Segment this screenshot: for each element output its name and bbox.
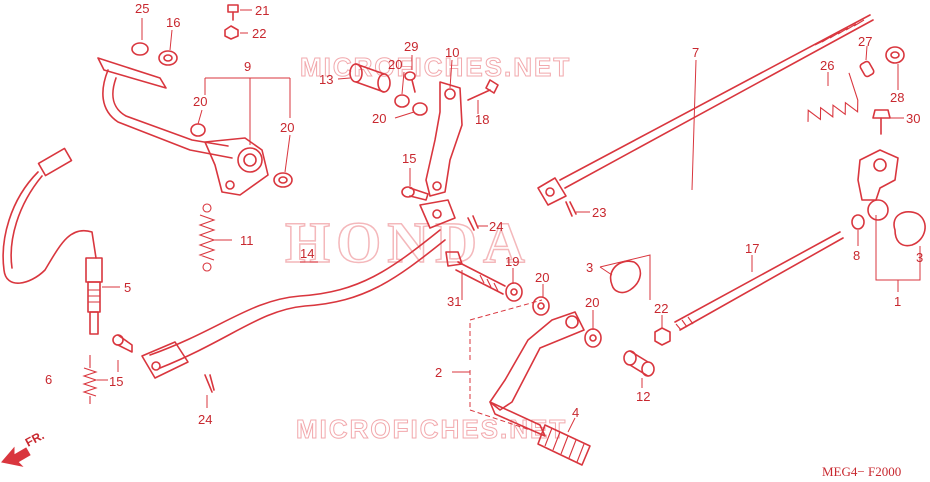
callout-1: 1	[894, 294, 901, 309]
callout-20-pedal-left: 20	[193, 94, 207, 109]
callout-20-upper: 20	[388, 57, 402, 72]
bushing-13	[349, 63, 391, 93]
callout-25: 25	[135, 1, 149, 16]
leader-lines	[97, 9, 921, 433]
callout-26: 26	[820, 58, 834, 73]
cotter-pin-23	[565, 201, 577, 217]
nut-28	[885, 46, 905, 64]
washer-19	[505, 282, 523, 302]
watermark-site-bottom: MICROFICHES.NET	[296, 414, 567, 444]
callout-20-pedal-right: 20	[280, 120, 294, 135]
callout-2: 2	[435, 365, 442, 380]
circlip-25	[131, 42, 149, 56]
callout-29: 29	[404, 39, 418, 54]
callout-30: 30	[906, 111, 920, 126]
brake-rod-14	[141, 199, 456, 379]
bolt-30	[872, 109, 891, 135]
watermark-site-top: MICROFICHES.NET	[300, 52, 571, 82]
bolt-31	[445, 251, 506, 295]
rod-17	[674, 231, 844, 331]
callout-22-top: 22	[252, 26, 266, 41]
callout-3-right: 3	[916, 250, 923, 265]
bolt-18	[467, 79, 499, 101]
joint-assembly	[851, 149, 926, 247]
callout-4: 4	[572, 405, 579, 420]
callout-20-shift-right: 20	[585, 295, 599, 310]
washer-20-pedal-left	[190, 123, 206, 137]
callout-9: 9	[244, 59, 251, 74]
brake-arm-10	[425, 81, 463, 197]
washer-20-pedal-right	[273, 172, 293, 188]
callout-22-lower: 22	[654, 301, 668, 316]
nut-22-top	[224, 25, 239, 40]
callout-7: 7	[692, 45, 699, 60]
callout-8: 8	[853, 248, 860, 263]
ball-joint-3-right	[893, 211, 926, 247]
callout-28: 28	[890, 90, 904, 105]
front-direction-label: FR.	[23, 428, 47, 449]
callout-17: 17	[745, 241, 759, 256]
bolt-29	[404, 71, 416, 93]
shift-rubber-4	[537, 424, 591, 466]
callout-19: 19	[505, 254, 519, 269]
callout-16: 16	[166, 15, 180, 30]
callout-24-upper: 24	[489, 219, 503, 234]
spring-26	[807, 72, 859, 122]
front-direction-arrow-icon	[1, 446, 31, 467]
washer-20-middle	[412, 102, 428, 116]
callout-15-upper: 15	[402, 151, 416, 166]
shift-pedal-2	[489, 311, 585, 437]
callout-18: 18	[475, 112, 489, 127]
bolt-21	[227, 4, 239, 21]
callout-12: 12	[636, 389, 650, 404]
diagram-code: MEG4− F2000	[822, 464, 901, 479]
callout-6: 6	[45, 372, 52, 387]
pin-15-lower	[112, 334, 133, 353]
callout-20-middle: 20	[372, 111, 386, 126]
cotter-pin-24-lower	[204, 374, 215, 393]
callout-3-middle: 3	[586, 260, 593, 275]
cotter-pin-24-upper	[467, 215, 479, 231]
callout-15-lower: 15	[109, 374, 123, 389]
callout-5: 5	[124, 280, 131, 295]
washer-20-shift-left	[532, 296, 550, 316]
callout-21: 21	[255, 3, 269, 18]
callout-11: 11	[240, 233, 254, 248]
watermark-brand: HONDA	[285, 210, 531, 275]
pin-15-upper	[401, 186, 429, 201]
spring-11	[198, 203, 216, 272]
washer-16	[158, 50, 178, 66]
callout-31: 31	[447, 294, 461, 309]
ball-joint-3-middle	[609, 260, 642, 294]
callout-24-lower: 24	[198, 412, 212, 427]
washer-20-upper	[394, 94, 410, 108]
callout-13: 13	[319, 72, 333, 87]
nut-8	[851, 214, 865, 230]
nut-22-lower	[654, 327, 671, 346]
stop-switch-5	[2, 147, 103, 335]
collar-27	[859, 60, 875, 78]
callout-23: 23	[592, 205, 606, 220]
spring-6	[82, 367, 98, 397]
callout-14: 14	[300, 246, 314, 261]
callout-27: 27	[858, 34, 872, 49]
callout-20-shift-left: 20	[535, 270, 549, 285]
collar-12	[623, 350, 655, 377]
brake-pedal	[97, 57, 269, 196]
washer-20-shift-right	[584, 328, 602, 348]
shift-rod-7	[537, 14, 874, 206]
callout-10: 10	[445, 45, 459, 60]
